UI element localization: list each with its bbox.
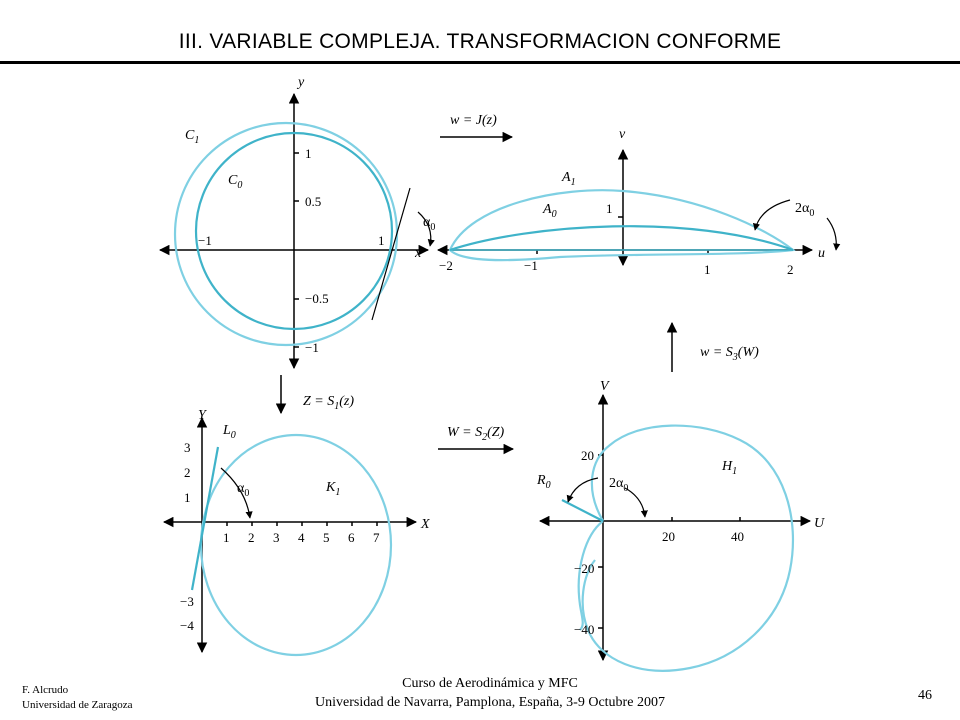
Z-alpha-arrow [220,467,253,519]
W-tick-v20: 20 [581,448,594,463]
z-axis-x-label: x [414,246,422,261]
W-tick-u40: 40 [731,529,744,544]
page-number: 46 [918,688,932,703]
c0-label: C0 [228,173,242,191]
slide-title: III. VARIABLE COMPLEJA. TRANSFORMACION C… [178,30,782,53]
W-tick-u20: 20 [662,529,675,544]
label-Z-eq-S1: Z = S1(z) [303,394,354,412]
a0-arc [449,225,794,252]
W-two-alpha-label: 2α0 [609,476,628,494]
two-alpha-arrow [752,199,791,231]
Z-tick-x1: 1 [223,530,230,545]
Z-tick-x5: 5 [323,530,330,545]
footer-course-title: Curso de Aerodinámica y MFC [402,676,578,691]
c1-label: C1 [185,128,199,146]
z-alpha-label: α0 [423,215,435,233]
label-w-eq-J: w = J(z) [450,113,497,128]
w-axis-u-label: u [818,246,825,261]
w-axis-v-label: v [619,127,626,142]
W-two-alpha-arrow-2 [624,487,648,518]
w-two-alpha-label: 2α0 [795,201,814,219]
l0-line [190,446,220,591]
Z-tick-y1: 1 [184,490,191,505]
r0-label: R0 [536,473,551,491]
z-tick-xn1: −1 [198,233,212,248]
z-tick-x1: 1 [378,233,385,248]
alpha-arc-arrow [417,211,435,247]
footer-author: F. Alcrudo Universidad de Zaragoza [22,683,133,713]
transform-arrows [275,131,678,455]
footer-author-affiliation: Universidad de Zaragoza [22,699,133,711]
W-plane-axes [538,393,812,662]
Z-axis-Y-label: Y [198,408,208,423]
W-tick-vn40: −40 [574,622,594,637]
W-axis-V-label: V [600,379,610,394]
footer-course: Curso de Aerodinámica y MFC Universidad … [230,674,750,712]
z-axis-y-label: y [296,75,305,90]
Z-tick-x3: 3 [273,530,280,545]
W-plane-panel: V U R0 H1 2α0 20 20 40 −20 −40 [536,379,825,672]
h1-lower-loop [577,520,604,631]
w-plane-axes [436,148,814,267]
w-tick-un1: −1 [524,258,538,273]
title-underline [0,61,960,64]
c0-circle [194,131,394,331]
Z-tick-x6: 6 [348,530,355,545]
Z-tick-x4: 4 [298,530,305,545]
a0-label: A0 [542,202,557,220]
footer-course-venue: Universidad de Navarra, Pamplona, España… [315,695,665,710]
W-axis-U-label: U [814,516,825,531]
Z-tick-y3: 3 [184,440,191,455]
Z-tick-x2: 2 [248,530,255,545]
W-two-alpha-arrow [566,477,599,503]
tangent-line [371,187,411,321]
Z-axis-X-label: X [420,517,430,532]
Z-tick-yn4: −4 [180,618,194,633]
z-plane-axes [158,92,430,370]
label-w-eq-S3: w = S3(W) [700,345,759,363]
w-tick-u2: 2 [787,262,794,277]
Z-plane-panel: Y X L0 K1 α0 3 2 1 −3 −4 1 2 3 4 5 6 7 [162,408,430,657]
z-plane-panel: y x C1 C0 α0 1 0.5 −0.5 −1 −1 1 [158,75,435,370]
k1-label: K1 [325,480,340,498]
r0-line [561,499,604,522]
Z-tick-x7: 7 [373,530,380,545]
h1-label: H1 [721,459,737,477]
two-alpha-arrow-2 [826,217,841,251]
label-W-eq-S2: W = S2(Z) [447,425,505,443]
w-tick-v1: 1 [606,201,613,216]
h1-curve [581,424,794,672]
k1-circle [199,433,393,657]
w-plane-panel: v u A1 A0 2α0 1 −2 −1 1 2 [436,127,841,277]
footer-author-name: F. Alcrudo [22,684,69,696]
a1-label: A1 [561,170,576,188]
Z-tick-y2: 2 [184,465,191,480]
z-tick-y1: 1 [305,146,312,161]
z-tick-y05: 0.5 [305,194,321,209]
W-tick-vn20: −20 [574,561,594,576]
w-tick-u1: 1 [704,262,711,277]
Z-tick-yn3: −3 [180,594,194,609]
z-tick-yn05: −0.5 [305,291,329,306]
l0-label: L0 [222,423,236,441]
w-tick-un2: −2 [439,258,453,273]
z-tick-yn1: −1 [305,340,319,355]
